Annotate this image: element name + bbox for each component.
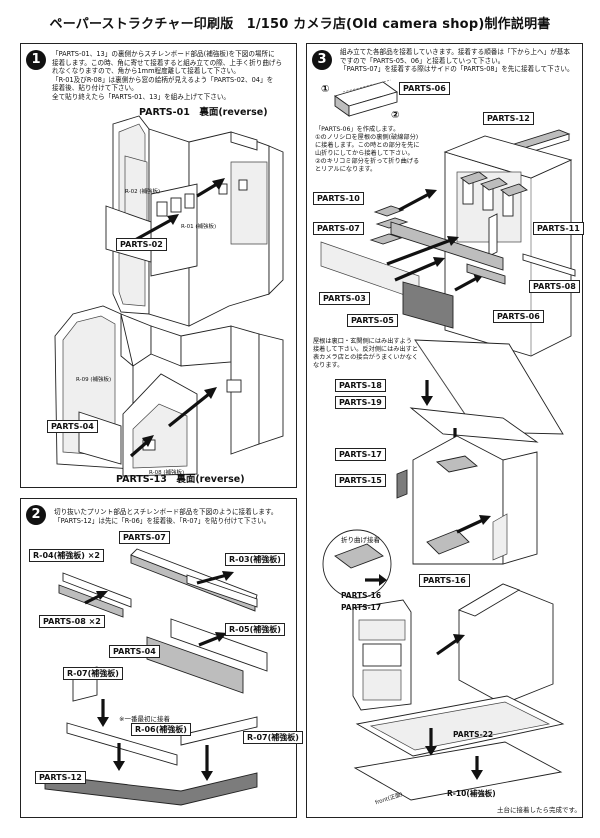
r02-label: R-02 (補強板) [125, 189, 161, 195]
parts12-label-step3: PARTS-12 [483, 112, 534, 125]
r05-label: R-05(補強板) [225, 623, 285, 636]
parts13-heading: PARTS-13 裏面(reverse) [116, 474, 245, 485]
page-title: ペーパーストラクチャー印刷版 1/150 カメラ店(Old camera sho… [49, 17, 551, 32]
parts08-label-step3: PARTS-08 [529, 280, 580, 293]
step2-diagram [44, 548, 268, 806]
parts17-label-top: PARTS-17 [335, 448, 386, 461]
parts22-label: PARTS-22 [453, 730, 494, 739]
parts11-label: PARTS-11 [533, 222, 584, 235]
parts07-label-step2: PARTS-07 [119, 531, 170, 544]
parts07-label-step3: PARTS-07 [313, 222, 364, 235]
r07-label-left: R-07(補強板) [63, 667, 123, 680]
roof-note: 屋根は裏口・玄関側にはみ出すよう 接着して下さい。反対側にはみ出すと 表カメラ店… [313, 338, 419, 369]
step2-number: 2 [26, 505, 46, 525]
step1-instructions: 「PARTS-01、13」の裏側からスチレンボード部品(補強板)を下図の場所に … [52, 50, 283, 101]
step1-panel: 1 「PARTS-01、13」の裏側からスチレンボード部品(補強板)を下図の場所… [20, 43, 297, 488]
r06-label: R-06(補強板) [131, 723, 191, 736]
finish-note: 土台に接着したら完成です。 [497, 806, 581, 814]
parts01-sheet [105, 115, 284, 327]
parts08-x2-label: PARTS-08 ×2 [39, 615, 105, 628]
circle-1: ① [321, 84, 330, 95]
parts19-label: PARTS-19 [335, 396, 386, 409]
r01-label: R-01 (補強板) [181, 224, 217, 230]
parts05-label: PARTS-05 [347, 314, 398, 327]
parts06-label-bottom: PARTS-06 [493, 310, 544, 323]
parts02-label: PARTS-02 [116, 238, 167, 251]
parts06-note: 「PARTS-06」を作成します。 ①のノリシロを屋根の裏側(破線部分) に接着… [315, 126, 420, 173]
parts10-label: PARTS-10 [313, 192, 364, 205]
r03-label: R-03(補強板) [225, 553, 285, 566]
step3-panel: 3 組み立てた各部品を接着していきます。接着する順番は「下から上へ」が基本 です… [306, 43, 584, 818]
r07-label-right: R-07(補強板) [243, 731, 303, 744]
parts17-label-b: PARTS-17 [341, 603, 382, 612]
parts18-label: PARTS-18 [335, 379, 386, 392]
step2-instructions: 切り抜いたプリント部品とスチレンボード部品を下図のように接着します。 「PART… [54, 508, 278, 525]
step3-number: 3 [312, 50, 332, 70]
step2-panel: 2 切り抜いたプリント部品とスチレンボード部品を下図のように接着します。 「PA… [20, 498, 303, 818]
parts04-label-step2: PARTS-04 [109, 645, 160, 658]
parts16-label-a: PARTS-16 [341, 591, 382, 600]
circle-2: ② [391, 110, 400, 121]
parts03-label: PARTS-03 [319, 292, 370, 305]
parts12-label-step2: PARTS-12 [35, 771, 86, 784]
r04-label: R-04(補強板) ×2 [29, 549, 104, 562]
fold-glue-label: 折り曲げ接着 [341, 536, 380, 544]
parts16-label-b: PARTS-16 [419, 574, 470, 587]
r09-label: R-09 (補強板) [76, 377, 112, 383]
first-glue-note: ※一番最初に接着 [119, 715, 170, 723]
parts01-heading: PARTS-01 裏面(reverse) [139, 107, 268, 118]
parts15-label: PARTS-15 [335, 474, 386, 487]
step3-instructions: 組み立てた各部品を接着していきます。接着する順番は「下から上へ」が基本 ですので… [340, 48, 574, 74]
step3-diagram [320, 79, 576, 801]
parts04-label: PARTS-04 [47, 420, 98, 433]
r08-label: R-08 (補強板) [149, 470, 185, 476]
parts13-sheet [54, 305, 284, 477]
r10-label: R-10(補強板) [447, 789, 496, 798]
step1-number: 1 [26, 50, 46, 70]
parts06-label-top: PARTS-06 [399, 82, 450, 95]
step1-diagram [54, 115, 284, 477]
